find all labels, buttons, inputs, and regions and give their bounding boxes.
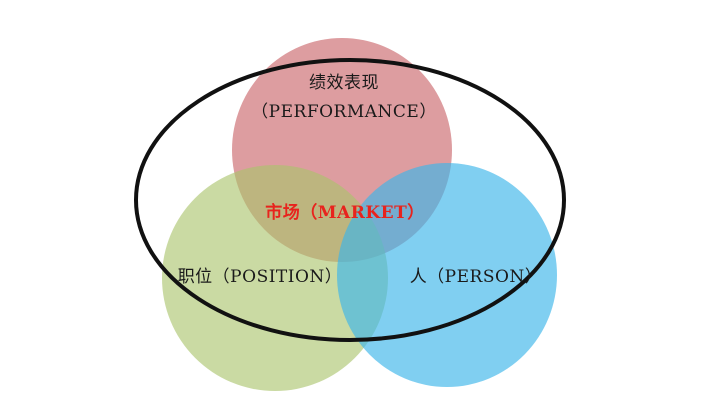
market-label: 市场（MARKET） (265, 202, 425, 223)
position-circle (162, 165, 388, 391)
position-label: 职位（POSITION） (178, 267, 343, 287)
market-boundary-ellipse (134, 58, 566, 342)
performance-label-cn: 绩效表现 (309, 73, 379, 93)
person-circle (337, 163, 557, 387)
person-label: 人（PERSON） (410, 267, 543, 287)
venn-circles (162, 38, 557, 391)
performance-label-en: （PERFORMANCE） (251, 102, 437, 122)
